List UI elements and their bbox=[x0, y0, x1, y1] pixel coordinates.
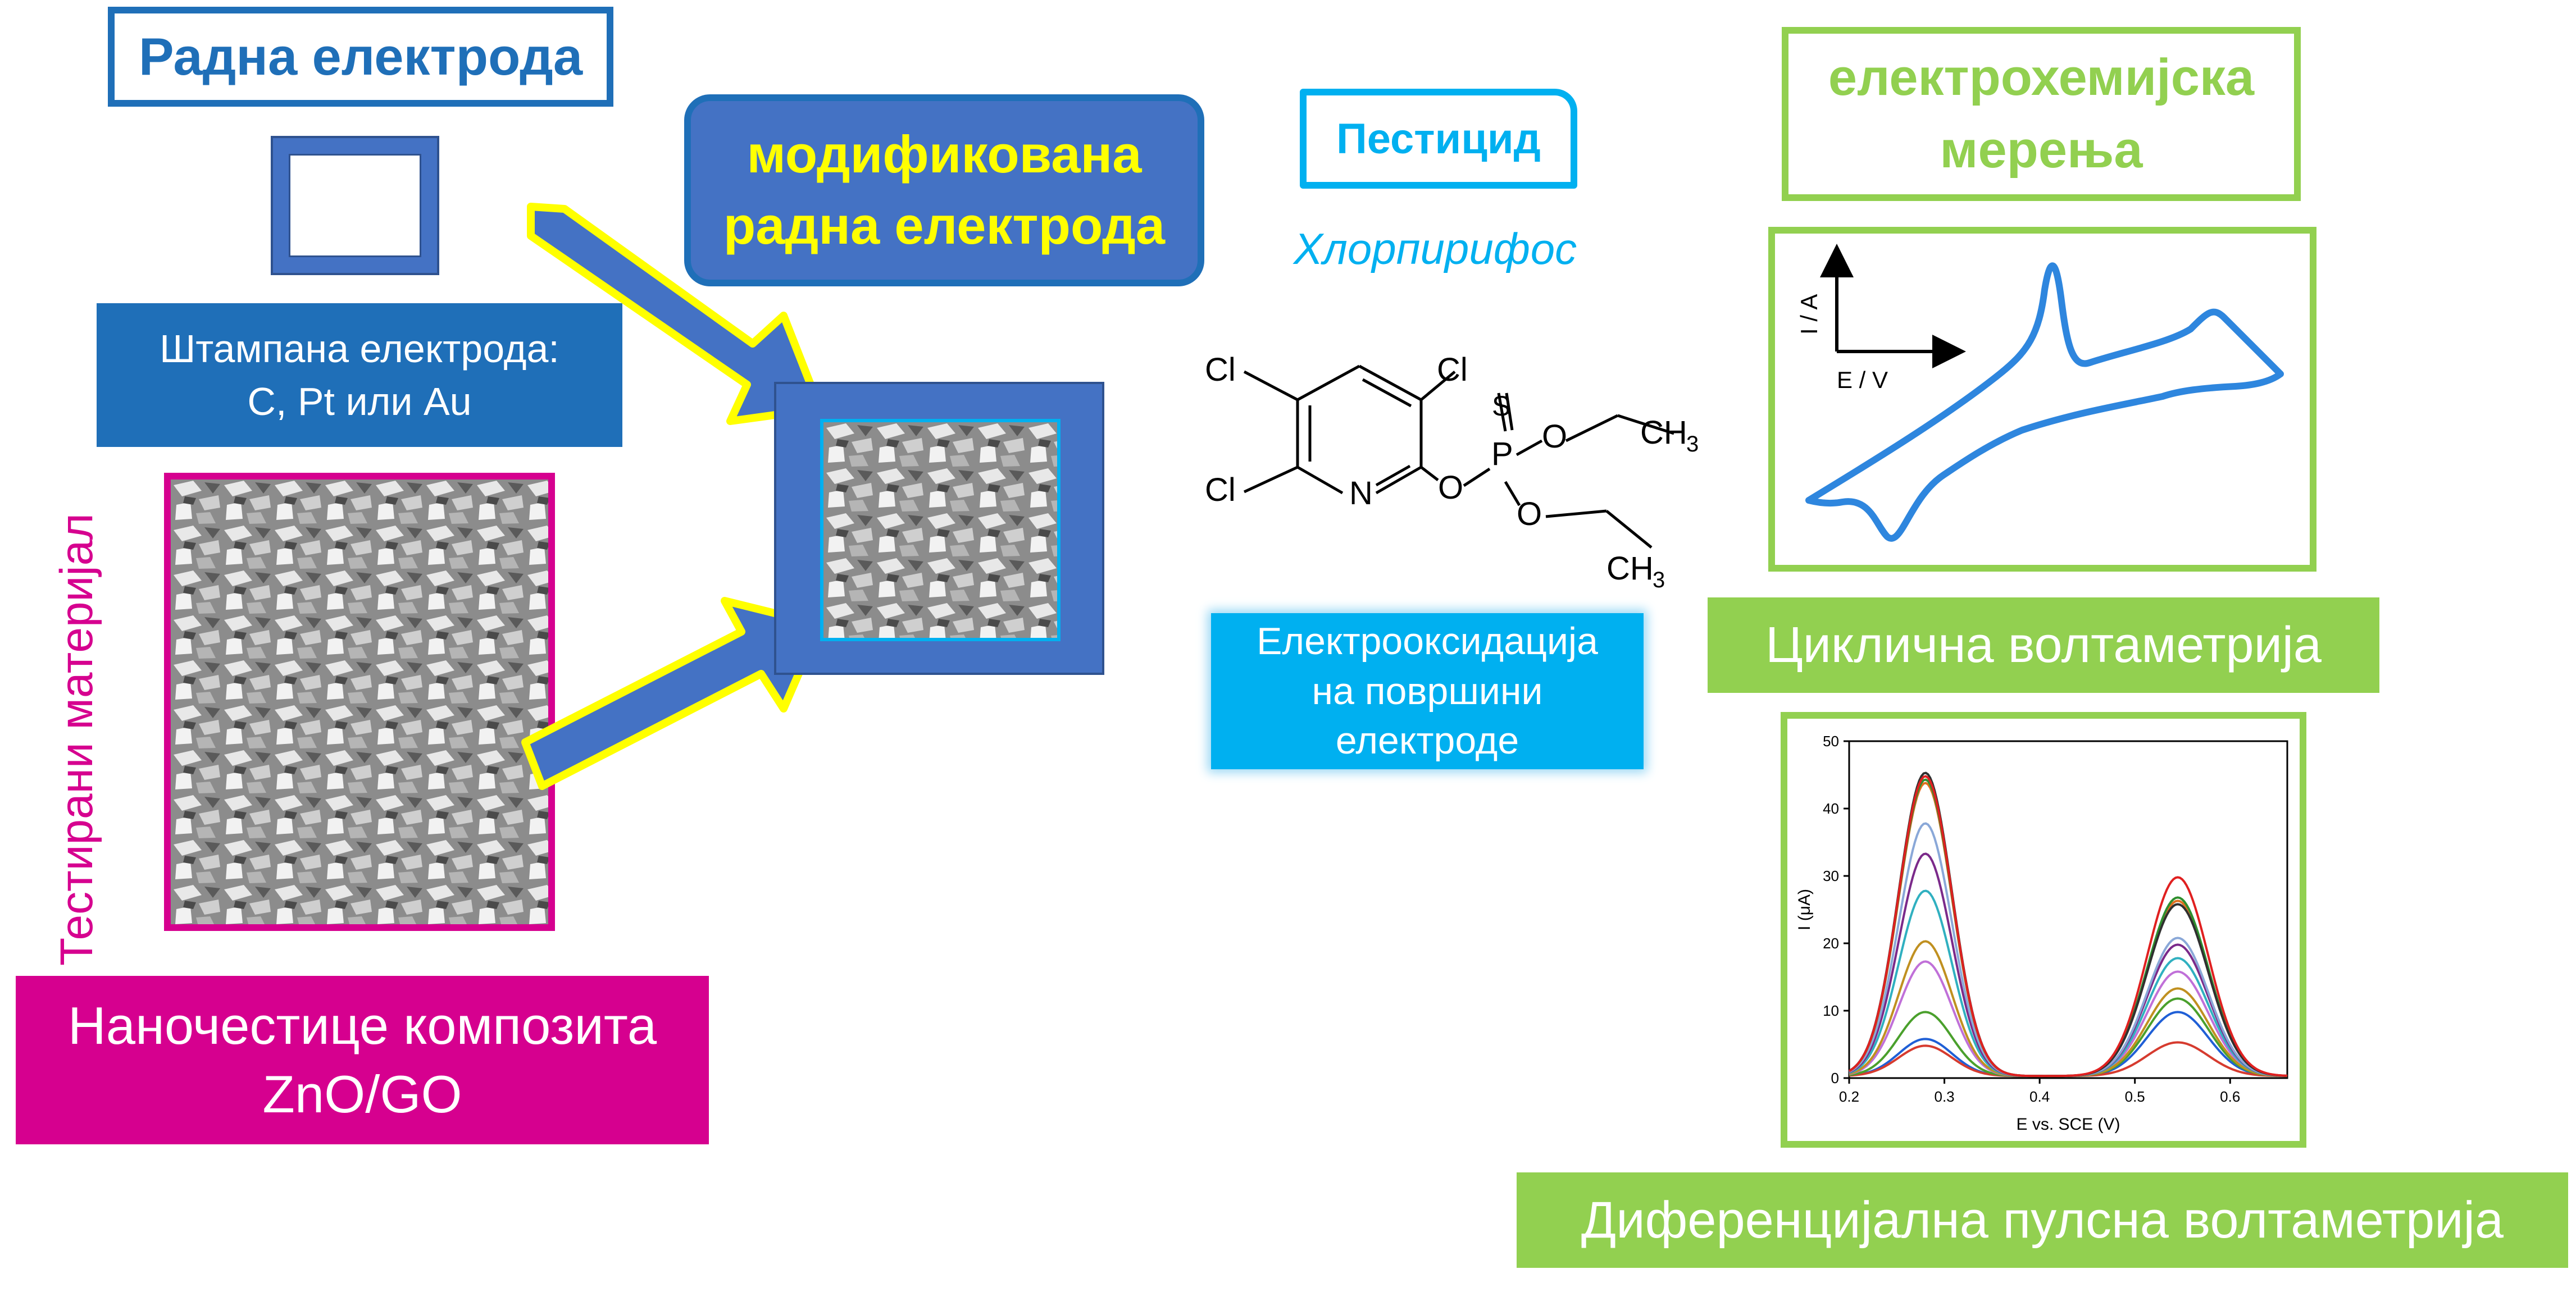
dpv-x-tick-label: 0.2 bbox=[1839, 1088, 1859, 1105]
dpv-x-tick-label: 0.3 bbox=[1934, 1088, 1954, 1105]
measurements-line1: електрохемијска bbox=[1828, 49, 2255, 107]
modified-line1: модификована bbox=[747, 125, 1142, 184]
atom-cl3: Cl bbox=[1205, 472, 1236, 508]
pesticide-label: Пестицид bbox=[1336, 115, 1541, 163]
pesticide-name-text: Хлорпирифос bbox=[1293, 223, 1577, 273]
working-electrode-title: Радна електрода bbox=[138, 27, 583, 86]
printed-electrode-label: Штампана електрода: C, Pt или Au bbox=[97, 303, 622, 447]
dpv-y-axis-label: I (μA) bbox=[1795, 889, 1814, 930]
printed-electrode-line1: Штампана електрода: bbox=[160, 326, 559, 371]
dpv-x-tick-label: 0.4 bbox=[2029, 1088, 2050, 1105]
modified-electrode-sem bbox=[820, 419, 1061, 641]
sem-texture bbox=[171, 480, 548, 924]
atom-cl2: Cl bbox=[1437, 351, 1468, 388]
cyclic-voltammetry-text: Циклична волтаметрија bbox=[1765, 617, 2322, 673]
atom-o3: O bbox=[1517, 496, 1542, 532]
cv-x-label: E / V bbox=[1837, 367, 1888, 393]
nanoparticles-label: Наночестице композита ZnO/GO bbox=[16, 976, 709, 1144]
dpv-series-line bbox=[1849, 960, 2288, 1078]
printed-electrode-line2: C, Pt или Au bbox=[247, 380, 472, 423]
modified-line2: радна електрода bbox=[723, 196, 1166, 255]
chlorpyrifos-structure: Cl Cl Cl N S P O O O CH 3 CH 3 bbox=[1205, 351, 1699, 592]
atom-n: N bbox=[1349, 475, 1373, 512]
dpv-y-tick-label: 20 bbox=[1823, 935, 1839, 952]
dpv-y-tick-label: 10 bbox=[1823, 1002, 1839, 1019]
atom-ch3b: CH bbox=[1606, 550, 1654, 587]
pesticide-name: Хлорпирифос bbox=[1253, 218, 1618, 280]
dpv-y-tick-label: 50 bbox=[1823, 733, 1839, 750]
dpv-y-tick-label: 0 bbox=[1831, 1070, 1839, 1086]
modified-electrode-square bbox=[774, 382, 1104, 675]
sem-image-nanoparticles bbox=[164, 473, 555, 931]
differential-pulse-text: Диференцијална пулсна волтаметрија bbox=[1581, 1191, 2504, 1249]
electrooxidation-line3: електроде bbox=[1335, 719, 1519, 763]
dpv-x-tick-label: 0.6 bbox=[2220, 1088, 2240, 1105]
dpv-series-line bbox=[1848, 775, 2288, 1078]
electrooxidation-line2: на површини bbox=[1312, 669, 1543, 713]
dpv-chart: 0.2 0.3 0.4 0.5 0.6 0 10 20 30 40 50 E vs. SCE (V)… bbox=[1795, 733, 2288, 1134]
cv-plot: I / A E / V bbox=[1796, 244, 2284, 542]
cyclic-voltammetry-label: Циклична волтаметрија bbox=[1708, 597, 2379, 693]
electrooxidation-line1: Електрооксидација bbox=[1257, 620, 1598, 663]
working-electrode-title-box: Радна електрода bbox=[108, 7, 613, 107]
measurements-line2: мерења bbox=[1940, 121, 2143, 179]
pesticide-label-box: Пестицид bbox=[1300, 89, 1577, 189]
atom-ch3a: CH bbox=[1640, 414, 1687, 451]
cv-y-label: I / A bbox=[1796, 294, 1822, 335]
differential-pulse-label: Диференцијална пулсна волтаметрија bbox=[1517, 1172, 2568, 1268]
nanoparticles-line2: ZnO/GO bbox=[262, 1065, 462, 1124]
atom-s: S bbox=[1492, 390, 1510, 422]
atom-o2: O bbox=[1542, 418, 1567, 455]
cv-panel: I / A E / V bbox=[1768, 227, 2316, 572]
atom-ch3b-sub: 3 bbox=[1653, 568, 1665, 592]
dpv-x-tick-label: 0.5 bbox=[2125, 1088, 2145, 1105]
dpv-plot-frame bbox=[1848, 740, 2288, 1079]
atom-p: P bbox=[1491, 436, 1513, 472]
dpv-y-tick-label: 40 bbox=[1823, 800, 1839, 817]
dpv-panel: 0.2 0.3 0.4 0.5 0.6 0 10 20 30 40 50 E vs. SCE (V)… bbox=[1781, 712, 2306, 1148]
modified-electrode-title: модификована радна електрода bbox=[684, 94, 1204, 286]
electrooxidation-label: Електрооксидација на површини електроде bbox=[1211, 613, 1644, 769]
atom-ch3a-sub: 3 bbox=[1686, 432, 1699, 456]
dpv-y-tick-label: 30 bbox=[1823, 868, 1839, 884]
cv-curve bbox=[1805, 262, 2284, 542]
nanoparticles-line1: Наночестице композита bbox=[67, 996, 657, 1055]
atom-o1: O bbox=[1438, 469, 1463, 506]
electrode-square-icon bbox=[271, 136, 439, 275]
atom-cl1: Cl bbox=[1205, 351, 1236, 388]
measurements-title-box: електрохемијска мерења bbox=[1782, 27, 2301, 201]
dpv-x-axis-label: E vs. SCE (V) bbox=[2016, 1115, 2120, 1134]
